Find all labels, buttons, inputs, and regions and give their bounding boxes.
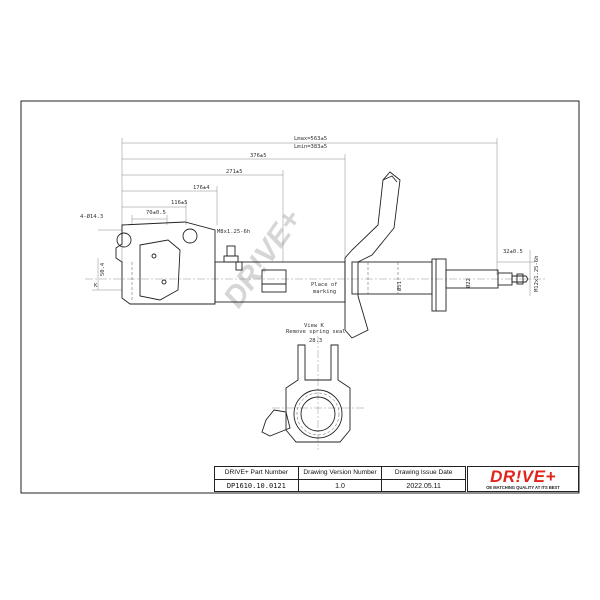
view-k [261, 336, 366, 450]
remove-seal-label: Remove spring seal [286, 329, 346, 335]
dim-271: 271±5 [226, 169, 243, 175]
part-number-value: DP1610.10.0121 [226, 482, 286, 490]
dim-28: 28.3 [309, 338, 322, 344]
dim-lmax: Lmax=563±5 [294, 136, 327, 142]
view-k-label: View K [304, 323, 325, 329]
dim-376: 376±5 [250, 153, 267, 159]
dim-k-label: K [94, 283, 98, 289]
marking-label-2: marking [313, 289, 336, 295]
drawing-frame [20, 100, 580, 494]
dim-body-dia: Ø51 [396, 281, 403, 291]
dim-bolt: M8x1.25-6h [217, 229, 250, 235]
dim-70: 70±0.5 [146, 210, 166, 216]
dim-stud-len: 32±0.5 [503, 249, 523, 255]
watermark: DR!VE+ [217, 204, 308, 314]
part-number-label: DRIVE+ Part Number [215, 467, 298, 480]
brand-logo-box: DR!VE+ OE MATCHING QUALITY AT ITS BEST [467, 466, 579, 492]
issue-date-value: 2022.05.11 [406, 483, 441, 490]
dim-lmin: Lmin=383±5 [294, 144, 327, 150]
dim-rod-dia: Ø22 [465, 278, 472, 288]
dim-176: 176±4 [193, 185, 210, 191]
marking-label-1: Place of [311, 282, 338, 288]
version-label: Drawing Version Number [298, 467, 382, 480]
dim-bracket-gap: 50.4 [100, 262, 106, 276]
dimension-lines [92, 138, 535, 296]
version-cell: Drawing Version Number 1.0 [298, 467, 383, 491]
part-number-cell: DRIVE+ Part Number DP1610.10.0121 [215, 467, 299, 491]
dim-116: 116±5 [171, 200, 188, 206]
brand-logo: DR!VE+ [490, 467, 556, 486]
watermark-text: DR!VE+ [217, 204, 308, 314]
strut-side-view [115, 171, 529, 339]
version-value: 1.0 [335, 483, 345, 490]
issue-date-cell: Drawing Issue Date 2022.05.11 [382, 467, 466, 491]
dim-stud-thread: M12x1.25-6h [534, 256, 540, 292]
dim-holes: 4-Ø14.3 [80, 213, 103, 220]
issue-date-label: Drawing Issue Date [382, 467, 466, 480]
title-block: DRIVE+ Part Number DP1610.10.0121 Drawin… [214, 466, 466, 492]
brand-tagline: OE MATCHING QUALITY AT ITS BEST [486, 485, 560, 490]
